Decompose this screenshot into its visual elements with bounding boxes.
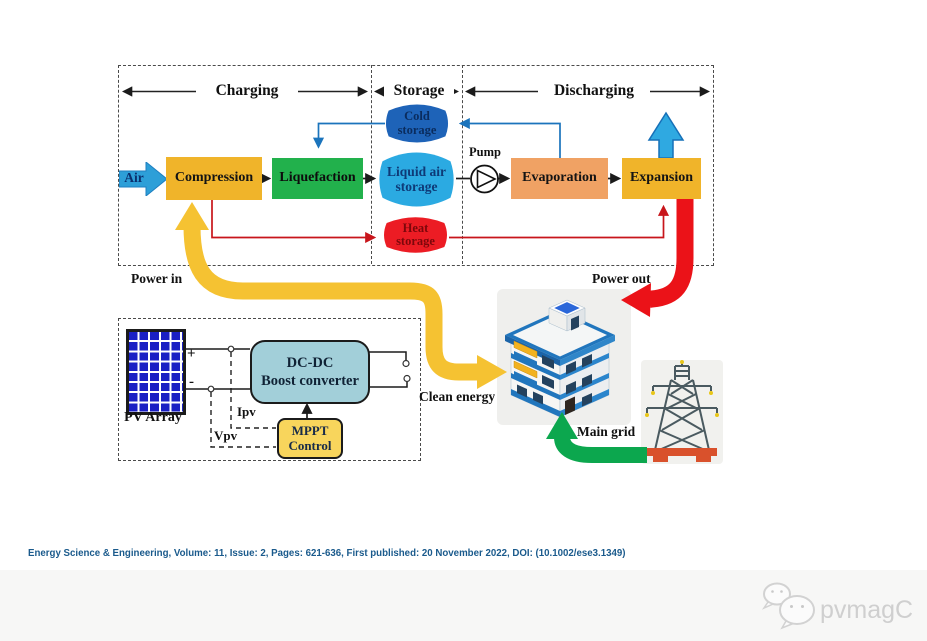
power-in-label: Power in xyxy=(131,271,183,286)
evaporation-box: Evaporation xyxy=(511,158,608,199)
converter-line2: Boost converter xyxy=(261,373,359,389)
heat-storage-cylinder: Heat storage xyxy=(382,215,449,255)
wechat-logo-icon xyxy=(761,582,815,630)
pump-label: Pump xyxy=(469,145,501,159)
pump-icon xyxy=(470,164,499,194)
cylinder-shape xyxy=(379,152,454,207)
footer-band xyxy=(0,570,927,641)
clean-energy-flow-path xyxy=(183,225,477,381)
liquid-air-storage-cylinder: Liquid air storage xyxy=(377,149,456,210)
main-grid-label: Main grid xyxy=(577,424,636,439)
process-frame xyxy=(118,65,714,266)
junction-node-top xyxy=(227,345,235,353)
junction-node-bottom xyxy=(207,385,215,393)
output-terminal-bottom xyxy=(403,374,411,383)
grid-tower-illustration xyxy=(641,360,723,464)
vpv-label: Vpv xyxy=(214,428,238,443)
power-out-label: Power out xyxy=(592,271,651,286)
output-terminal-top xyxy=(402,359,410,368)
dc-dc-boost-converter-box: DC-DC Boost converter xyxy=(250,340,370,404)
power-out-flow-path xyxy=(643,198,694,308)
storage-divider-right xyxy=(462,65,463,264)
vpv-sense-line xyxy=(210,392,276,448)
liquefaction-box: Liquefaction xyxy=(272,158,363,199)
expansion-box: Expansion xyxy=(622,158,701,199)
minus-terminal-label: - xyxy=(189,374,194,390)
main-grid-flow-path xyxy=(554,436,647,463)
section-discharging: Discharging xyxy=(538,82,650,100)
power-in-arrowhead xyxy=(175,202,209,230)
converter-output-wire-bottom xyxy=(366,382,408,388)
power-out-arrowhead xyxy=(621,283,651,317)
compression-to-heat-line xyxy=(211,200,377,244)
pv-frame xyxy=(118,318,421,461)
building-illustration xyxy=(497,289,631,425)
mppt-line2: Control xyxy=(288,437,332,453)
watermark: pvmagC xyxy=(761,582,913,630)
watermark-text: pvmagC xyxy=(820,596,913,624)
section-storage: Storage xyxy=(384,82,454,100)
exhaust-air-arrow xyxy=(647,111,685,159)
pv-array-label: PV Array xyxy=(124,410,182,425)
converter-line1: DC-DC xyxy=(286,354,334,371)
cylinder-shape xyxy=(384,217,447,253)
cylinder-shape xyxy=(385,104,449,143)
mppt-control-box: MPPT Control xyxy=(277,418,343,459)
clean-energy-label: Clean energy xyxy=(419,389,496,404)
ipv-label: Ipv xyxy=(237,404,256,419)
cold-to-liquefaction-line xyxy=(312,122,385,149)
converter-output-wire-top xyxy=(366,351,407,360)
cold-storage-cylinder: Cold storage xyxy=(384,102,450,145)
figure-caption: Energy Science & Engineering, Volume: 11… xyxy=(28,548,626,559)
pv-panel xyxy=(126,329,186,415)
section-charging: Charging xyxy=(196,82,298,100)
air-label: Air xyxy=(124,170,144,185)
compression-box: Compression xyxy=(166,157,262,200)
main-grid-arrowhead xyxy=(546,412,578,439)
air-inlet-arrow xyxy=(119,162,168,196)
evaporation-to-cold-line xyxy=(458,117,561,159)
storage-divider-left xyxy=(371,65,372,264)
clean-energy-arrowhead xyxy=(477,355,507,389)
heat-to-expansion-line xyxy=(449,204,670,239)
mppt-line1: MPPT xyxy=(291,422,329,438)
plus-terminal-label: + xyxy=(187,346,196,362)
ipv-sense-line xyxy=(230,352,276,429)
